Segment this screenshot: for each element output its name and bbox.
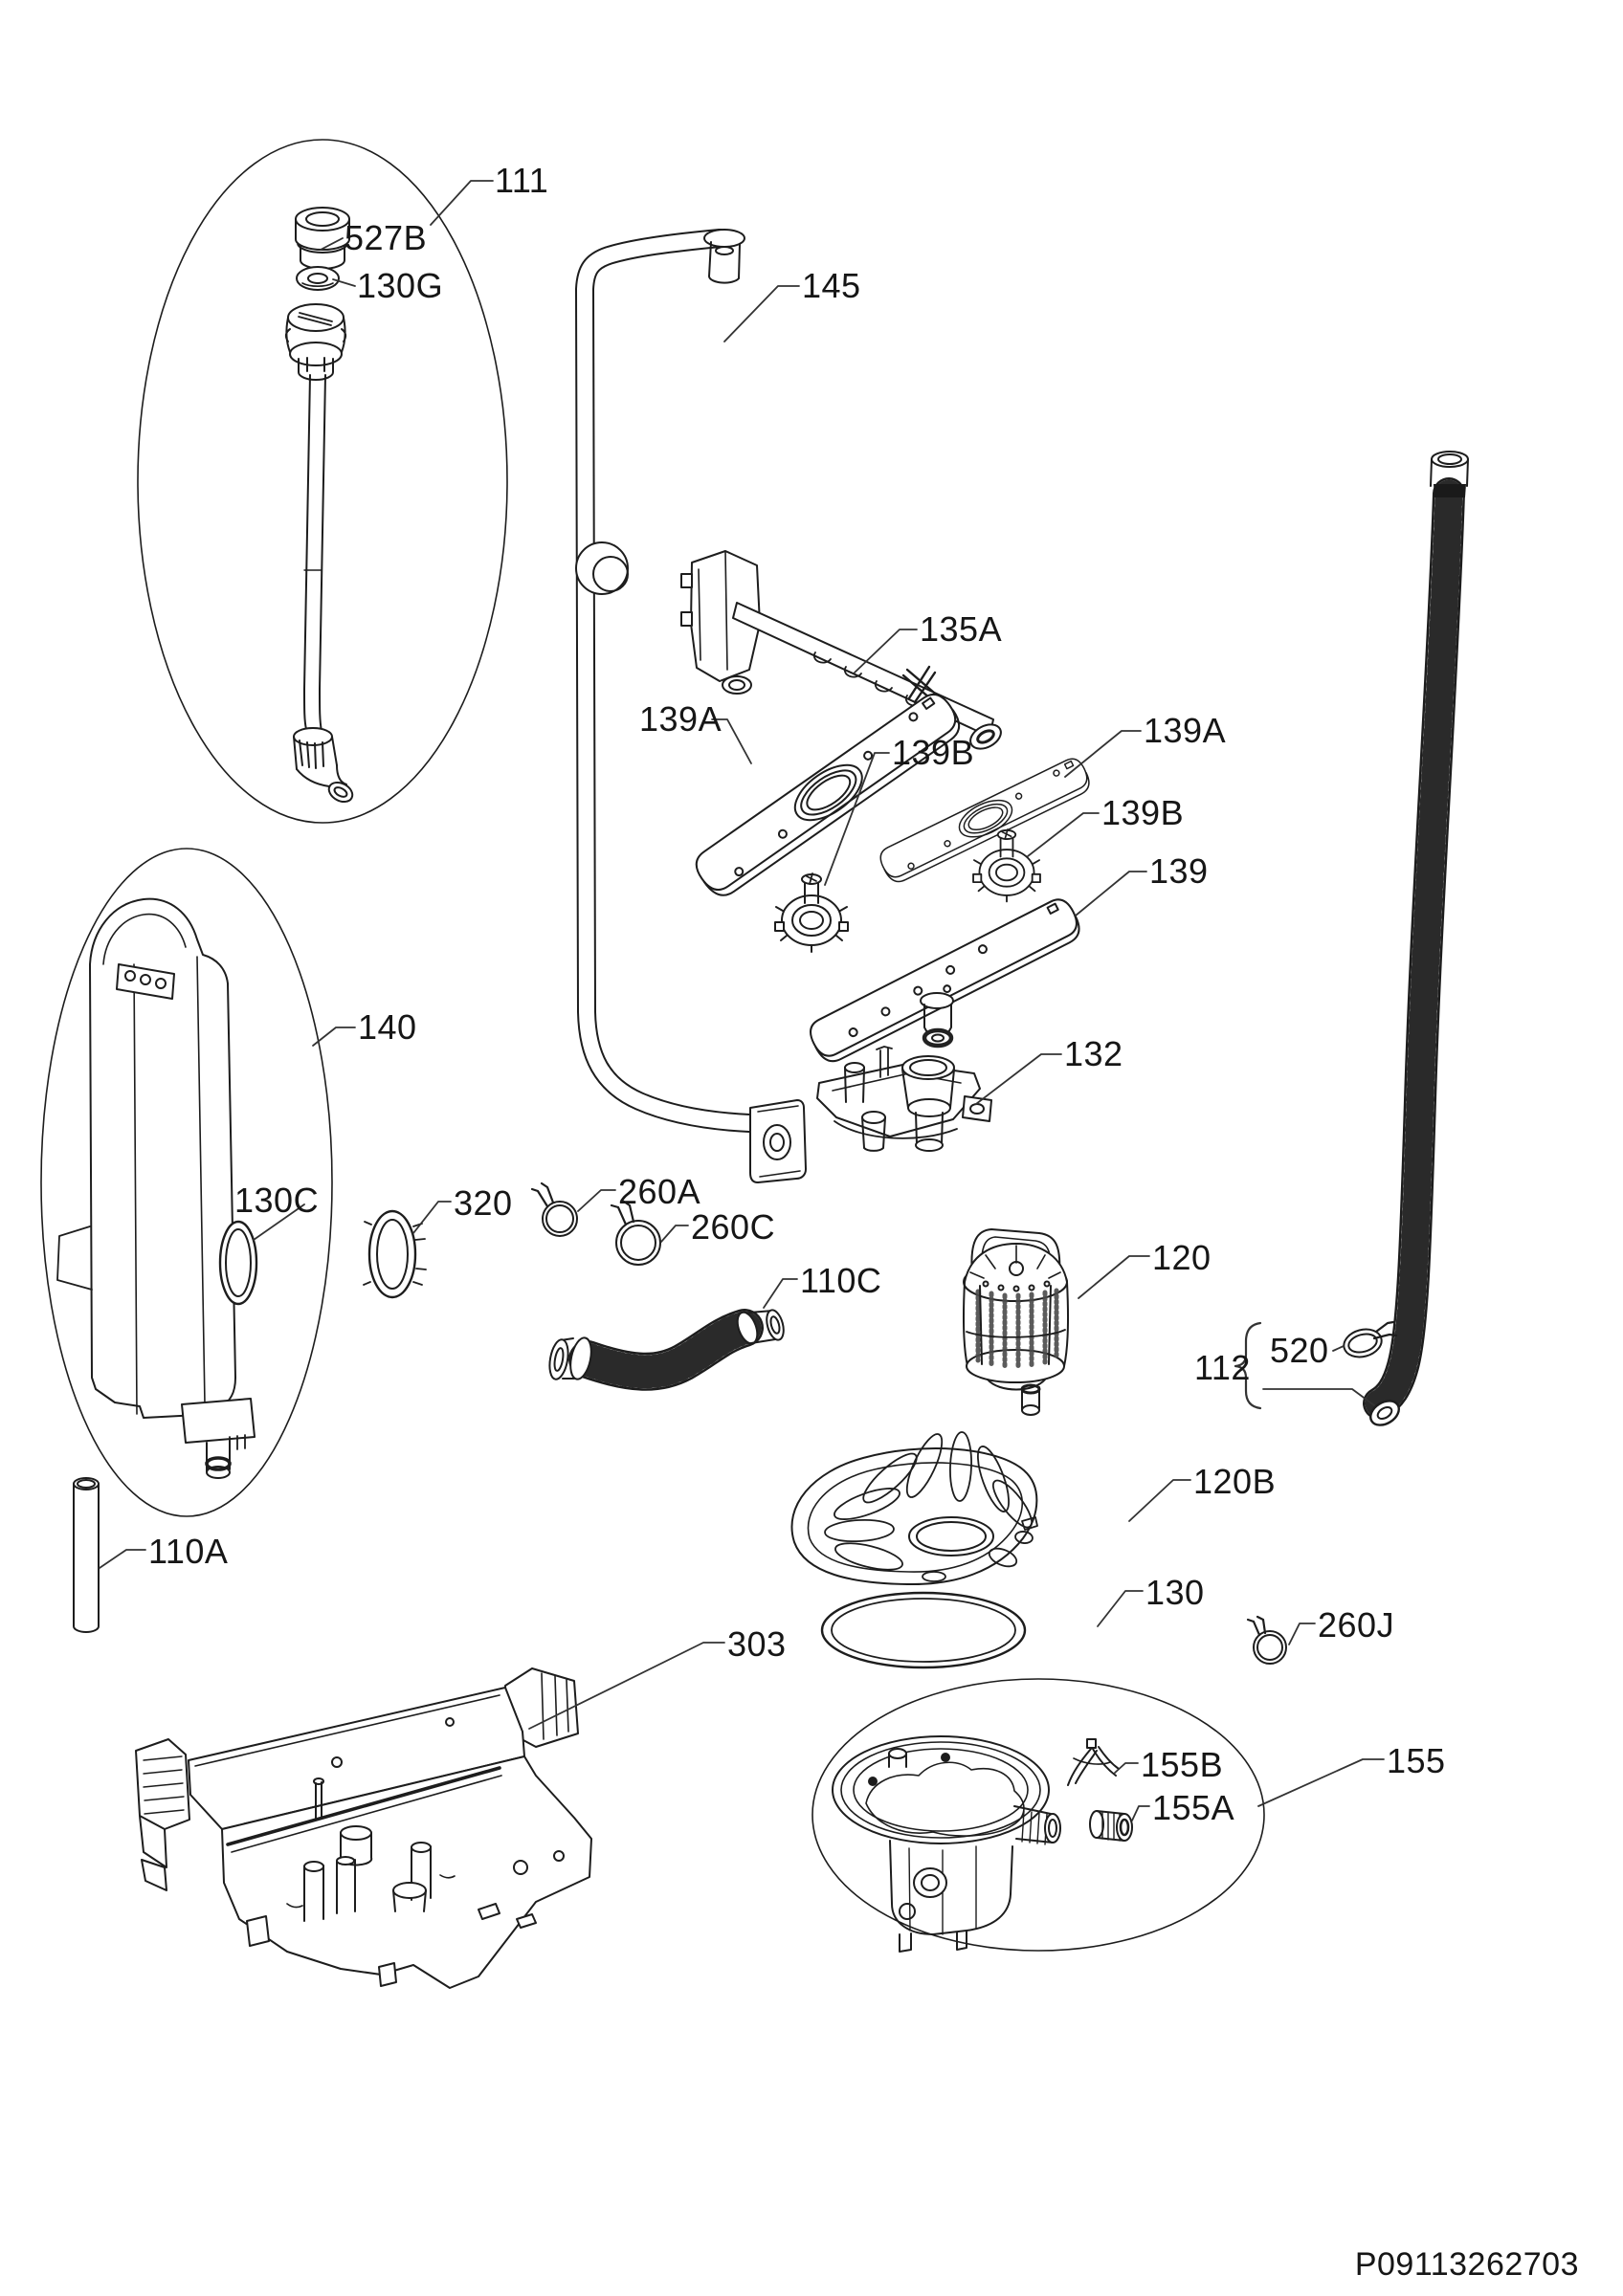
callout-120B: 120B [1193, 1462, 1277, 1501]
callout-520: 520 [1270, 1331, 1329, 1370]
callout-139A-upper: 139A [639, 699, 723, 739]
part-drain-tube-110A [73, 1477, 100, 1633]
callout-260A: 260A [618, 1172, 701, 1211]
callout-260J: 260J [1318, 1605, 1395, 1645]
part-spray-plate-120B [790, 1431, 1038, 1586]
callout-303: 303 [727, 1624, 787, 1664]
part-pump-housing-155 [832, 1735, 1061, 1953]
callout-155B: 155B [1141, 1745, 1224, 1784]
callout-120: 120 [1152, 1238, 1212, 1277]
part-bearing-139B-mid [972, 828, 1041, 903]
callout-140: 140 [358, 1007, 417, 1047]
callout-139B-mid: 139B [1101, 793, 1185, 832]
part-hose-clamp-260J [1246, 1615, 1287, 1665]
part-water-pocket-140 [56, 897, 256, 1479]
callout-130C: 130C [234, 1181, 320, 1220]
callout-135A: 135A [920, 609, 1003, 649]
part-pump-inlet-132 [816, 1046, 992, 1152]
drawing-number: P09113262703 [1354, 2246, 1579, 2283]
callout-139A-mid: 139A [1144, 711, 1227, 750]
group-ellipse-inlet-hose [137, 139, 508, 824]
part-retaining-clip-155B [1067, 1738, 1120, 1786]
callout-112: 112 [1194, 1348, 1251, 1387]
callout-145: 145 [802, 266, 861, 305]
part-sump-gasket-130 [820, 1591, 1027, 1669]
callout-320: 320 [454, 1183, 513, 1223]
part-drain-hose-112 [1363, 451, 1469, 1426]
part-filter-assembly-120 [963, 1228, 1069, 1416]
callout-155: 155 [1387, 1741, 1446, 1780]
leader-lines [99, 180, 1385, 1821]
callout-111: 111 [495, 161, 549, 200]
part-sump-base-303 [135, 1667, 592, 1989]
callout-139B-upper: 139B [892, 733, 975, 772]
callout-527B: 527B [345, 218, 428, 257]
callout-155A: 155A [1152, 1788, 1235, 1827]
callout-130G: 130G [357, 266, 444, 305]
callout-139: 139 [1149, 851, 1209, 891]
part-connection-hose-110C [548, 1309, 785, 1391]
part-seal-ring-320 [363, 1209, 427, 1299]
part-hose-clamp-260C [610, 1200, 661, 1266]
group-ellipse-pump [812, 1678, 1265, 1952]
part-gasket-130C [218, 1220, 258, 1306]
part-feed-tube-145 [575, 229, 807, 1183]
part-hose-clamp-260A [530, 1181, 578, 1237]
brace-112 [1234, 1321, 1262, 1410]
part-bearing-139B-upper [774, 872, 849, 953]
part-outlet-adapter-155A [1089, 1810, 1133, 1842]
callout-132: 132 [1064, 1034, 1123, 1073]
callout-260C: 260C [691, 1207, 776, 1247]
callout-110C: 110C [800, 1261, 882, 1300]
part-inlet-hose-111 [284, 207, 354, 804]
group-ellipse-tank [40, 848, 333, 1517]
part-hose-clamp-520 [1343, 1320, 1398, 1358]
callout-110A: 110A [148, 1532, 229, 1571]
callout-130: 130 [1145, 1573, 1205, 1612]
part-lower-spray-arm-139 [810, 898, 1080, 1063]
